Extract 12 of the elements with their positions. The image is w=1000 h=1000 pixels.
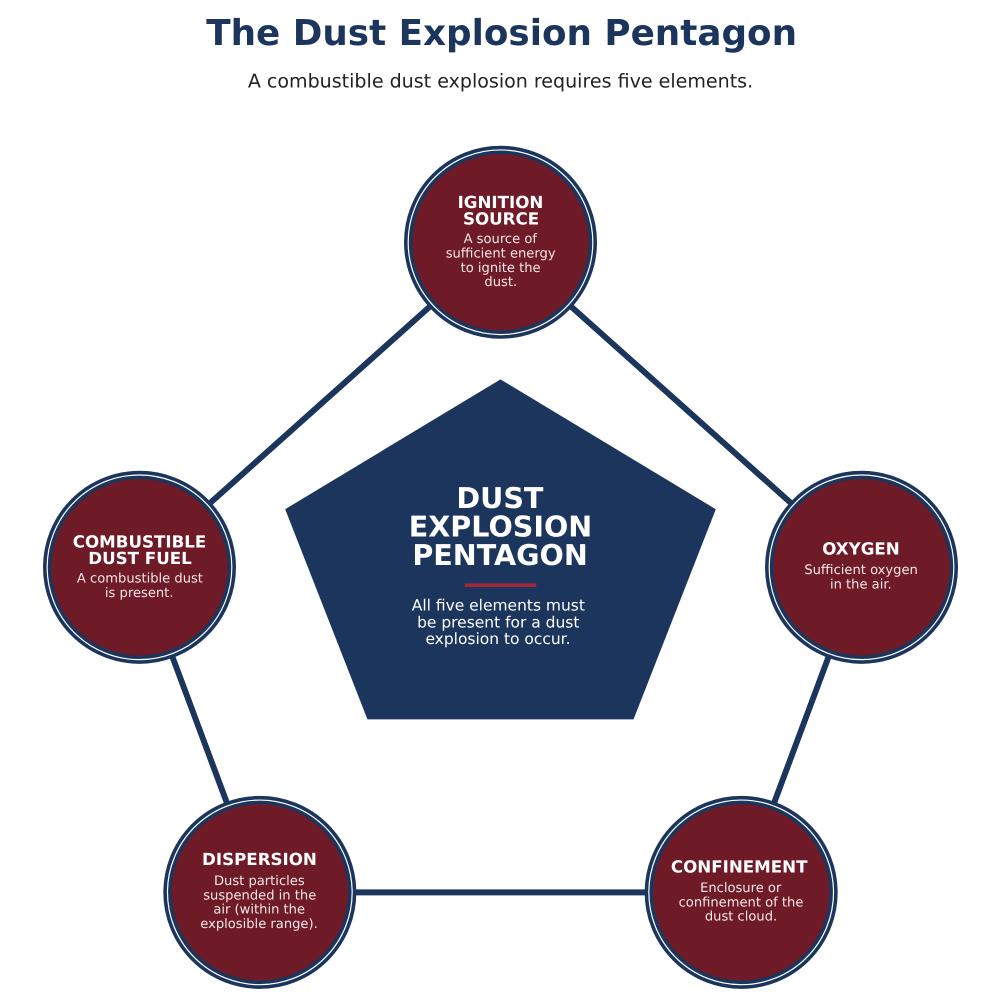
diagram-title: The Dust Explosion Pentagon bbox=[206, 13, 797, 54]
connector bbox=[354, 889, 646, 896]
label: A combustible dust explosion requires five elements. bbox=[247, 70, 753, 93]
node-circle: IGNITION SOURCE A source of sufficient energy to ignite the dust. bbox=[404, 146, 596, 339]
node-circle: OXYGEN Sufficient oxygen in the air. bbox=[764, 470, 958, 664]
node-circle: DISPERSION Dust particles suspended in the air (within the explosible range). bbox=[162, 796, 356, 989]
connector bbox=[168, 655, 230, 804]
node-circle: COMBUSTIBLE DUST FUEL A combustible dust is present. bbox=[42, 470, 236, 664]
connector bbox=[770, 655, 832, 804]
connector bbox=[568, 304, 793, 506]
connector bbox=[207, 304, 432, 506]
node-circle: CONFINEMENT Enclosure or confinement of the dust cloud. bbox=[644, 796, 838, 989]
